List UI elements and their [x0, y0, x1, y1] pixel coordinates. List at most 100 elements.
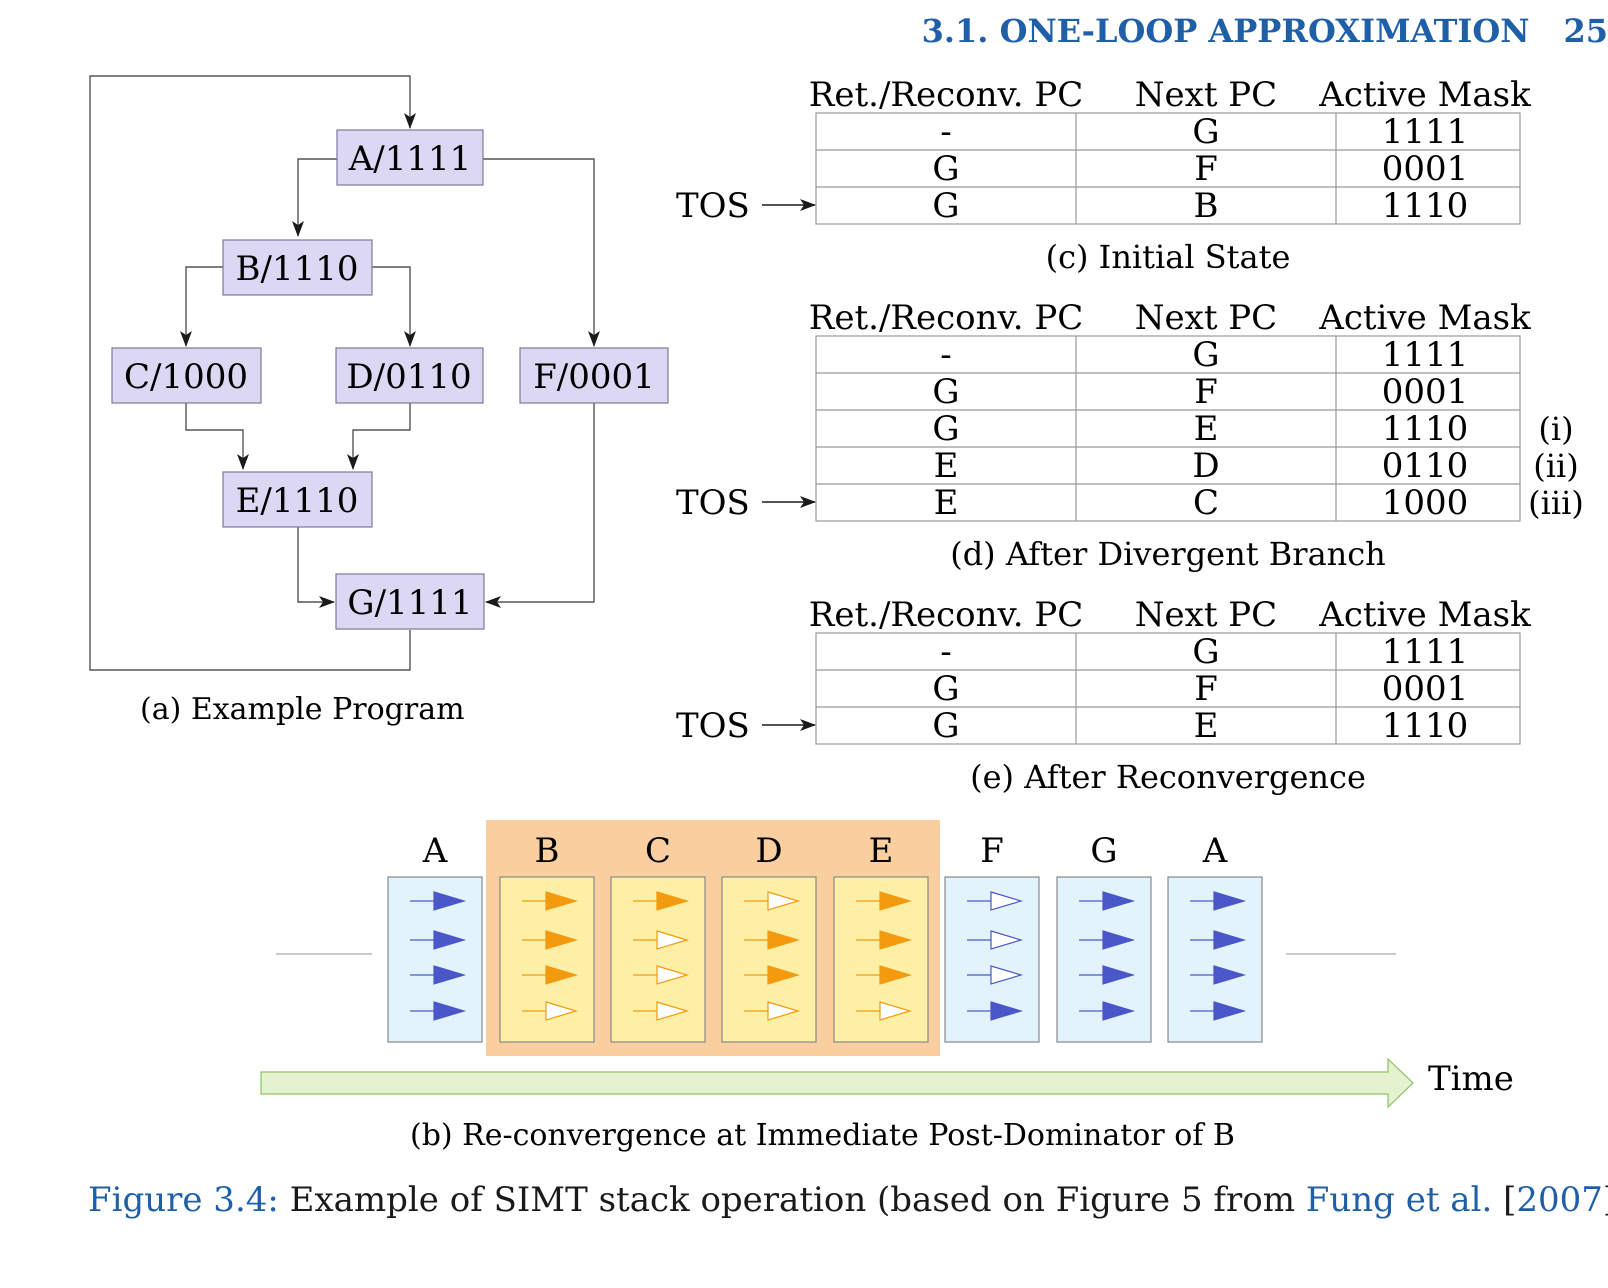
inactive-thread-arrow [879, 1001, 913, 1021]
inactive-thread-arrow [767, 891, 801, 911]
figure-label: Figure 3.4: [88, 1180, 279, 1220]
table-cell: E [934, 446, 959, 486]
timeline-step: A [1167, 831, 1263, 1043]
active-thread-arrow [656, 891, 690, 911]
inactive-thread-arrow [656, 1001, 690, 1021]
block-f: F/0001 [519, 347, 669, 404]
active-thread-arrow [879, 891, 913, 911]
table-cell: G [932, 186, 959, 226]
table-cell: D [1192, 446, 1219, 486]
table-cell: F [1194, 149, 1218, 189]
table-cell: G [932, 669, 959, 709]
step-label: D [755, 831, 782, 871]
table-cell: - [940, 112, 952, 152]
table-cell: 1110 [1382, 186, 1469, 226]
block-g-label: G/1111 [347, 583, 472, 623]
table-cell: G [932, 149, 959, 189]
inactive-thread-arrow [767, 1001, 801, 1021]
table-cell: C [1193, 483, 1219, 523]
table-cell: 0110 [1382, 446, 1469, 486]
active-thread-arrow [1102, 965, 1136, 985]
table-cell: E [1194, 409, 1219, 449]
table-caption: (e) After Reconvergence [970, 758, 1366, 796]
block-b: B/1110 [222, 239, 373, 296]
row-note: (i) [1538, 410, 1573, 448]
column-header: Active Mask [1318, 595, 1531, 635]
active-thread-arrow [767, 930, 801, 950]
timeline-step: C [610, 831, 706, 1043]
active-thread-arrow [433, 930, 467, 950]
figure-caption-text: Example of SIMT stack operation (based o… [278, 1180, 1306, 1220]
table-cell: 1000 [1382, 483, 1469, 523]
tos-label: TOS [676, 706, 750, 746]
table-cell: F [1194, 669, 1218, 709]
active-thread-arrow [433, 891, 467, 911]
active-thread-arrow [1213, 1001, 1247, 1021]
block-c: C/1000 [111, 347, 262, 404]
edge-e-to-g [297, 527, 335, 608]
active-thread-arrow [433, 965, 467, 985]
timeline-step: D [721, 831, 817, 1043]
table-cell: G [932, 372, 959, 412]
column-header: Active Mask [1318, 75, 1531, 115]
table-cell: 0001 [1382, 669, 1469, 709]
active-thread-arrow [879, 930, 913, 950]
table-cell: 1111 [1382, 335, 1469, 375]
section-title: 3.1. ONE-LOOP APPROXIMATION [921, 12, 1530, 50]
active-thread-arrow [990, 1001, 1024, 1021]
table-cell: G [1192, 112, 1219, 152]
active-thread-arrow [1102, 1001, 1136, 1021]
inactive-thread-arrow [656, 930, 690, 950]
inactive-thread-arrow [656, 965, 690, 985]
table-cell: 1111 [1382, 112, 1469, 152]
block-b-label: B/1110 [236, 249, 359, 289]
table-cell: G [932, 706, 959, 746]
timeline-step: G [1056, 831, 1152, 1043]
table-cell: F [1194, 372, 1218, 412]
active-thread-arrow [1102, 891, 1136, 911]
inactive-thread-arrow [990, 891, 1024, 911]
active-thread-arrow [545, 965, 579, 985]
page-number: 25 [1563, 12, 1608, 50]
table-cell: B [1194, 186, 1219, 226]
timeline-step: A [387, 831, 483, 1043]
caption-b: (b) Re-convergence at Immediate Post-Dom… [410, 1118, 1235, 1153]
inactive-thread-arrow [990, 930, 1024, 950]
table-cell: 0001 [1382, 149, 1469, 189]
table-cell: 1111 [1382, 632, 1469, 672]
running-header: 3.1. ONE-LOOP APPROXIMATION 25 [922, 12, 1608, 50]
block-e: E/1110 [222, 471, 373, 528]
citation-year-link[interactable]: 2007 [1516, 1180, 1603, 1220]
block-d: D/0110 [335, 347, 484, 404]
active-thread-arrow [1213, 930, 1247, 950]
step-label: C [645, 831, 671, 871]
edge-d-to-e [347, 402, 411, 470]
bracket-open: [ [1492, 1180, 1517, 1220]
column-header: Next PC [1135, 298, 1277, 338]
table-cell: - [940, 335, 952, 375]
step-label: B [535, 831, 560, 871]
table-cell: G [1192, 335, 1219, 375]
figure-caption: Figure 3.4: Example of SIMT stack operat… [88, 1180, 1608, 1220]
table-cell: G [1192, 632, 1219, 672]
column-header: Ret./Reconv. PC [809, 298, 1083, 338]
column-header: Next PC [1135, 75, 1277, 115]
column-header: Ret./Reconv. PC [809, 595, 1083, 635]
active-thread-arrow [1213, 965, 1247, 985]
active-thread-arrow [545, 930, 579, 950]
step-label: E [869, 831, 894, 871]
block-f-label: F/0001 [533, 357, 655, 397]
step-label: G [1090, 831, 1117, 871]
column-header: Next PC [1135, 595, 1277, 635]
row-note: (ii) [1533, 447, 1578, 485]
edge-a-to-b [292, 158, 337, 237]
table-cell: 0001 [1382, 372, 1469, 412]
cfg-blocks: A/1111 B/1110 C/1000 D/0110 F/0001 E/111… [111, 129, 669, 630]
block-e-label: E/1110 [236, 481, 359, 521]
active-thread-arrow [433, 1001, 467, 1021]
citation-link[interactable]: Fung et al. [1305, 1180, 1493, 1220]
